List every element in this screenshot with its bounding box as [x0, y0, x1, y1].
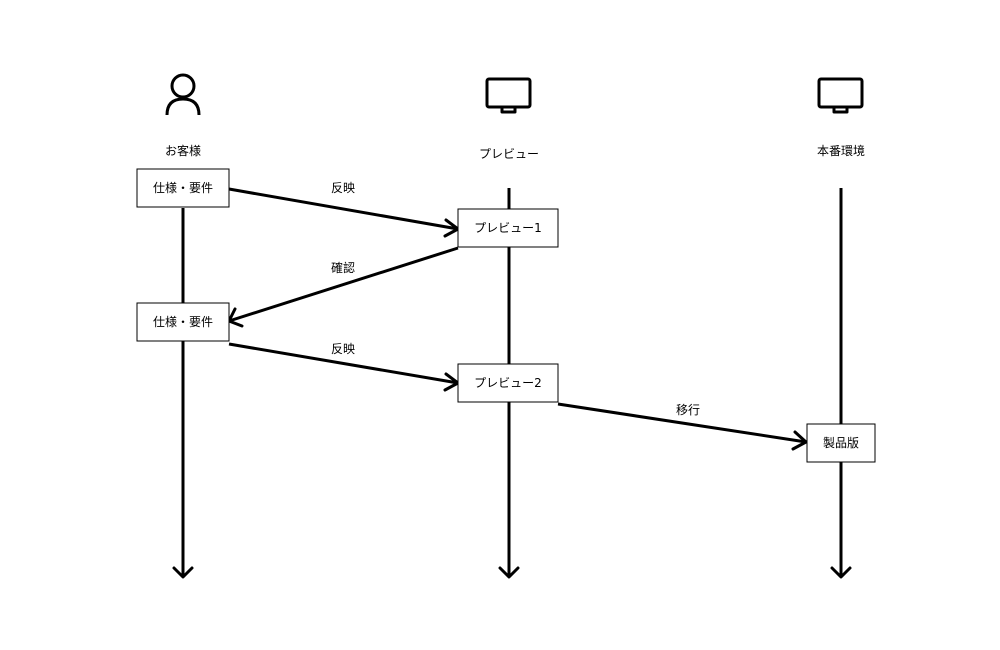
box-spec-1: 仕様・要件 [136, 168, 230, 208]
monitor-icon [485, 77, 532, 114]
box-preview-1-label: プレビュー1 [474, 221, 542, 235]
message-arrow-migrate [557, 402, 807, 444]
box-product-label: 製品版 [823, 436, 859, 450]
box-preview-2-label: プレビュー2 [474, 376, 542, 390]
actor-label-production: 本番環境 [817, 143, 865, 158]
box-spec-2-label: 仕様・要件 [153, 315, 213, 329]
message-arrow-confirm [228, 246, 459, 323]
lifeline-preview-arrowhead [498, 566, 520, 579]
actor-label-customer: お客様 [165, 143, 201, 158]
box-preview-2: プレビュー2 [457, 363, 559, 403]
monitor-icon [817, 77, 864, 114]
box-preview-1: プレビュー1 [457, 208, 559, 248]
person-icon [165, 73, 201, 116]
message-label-migrate: 移行 [676, 403, 700, 417]
message-arrow-reflect-1 [228, 187, 459, 231]
box-product: 製品版 [806, 423, 876, 463]
message-arrow-reflect-2 [228, 342, 459, 385]
message-arrowhead-migrate [791, 430, 808, 451]
lifeline-production-arrowhead [830, 566, 852, 579]
lifeline-customer-arrowhead [172, 566, 194, 579]
actor-label-preview: プレビュー [479, 147, 539, 161]
message-label-confirm: 確認 [331, 260, 355, 275]
box-spec-1-label: 仕様・要件 [153, 181, 213, 195]
message-label-reflect-1: 反映 [331, 181, 355, 195]
message-label-reflect-2: 反映 [331, 342, 355, 356]
box-spec-2: 仕様・要件 [136, 302, 230, 342]
